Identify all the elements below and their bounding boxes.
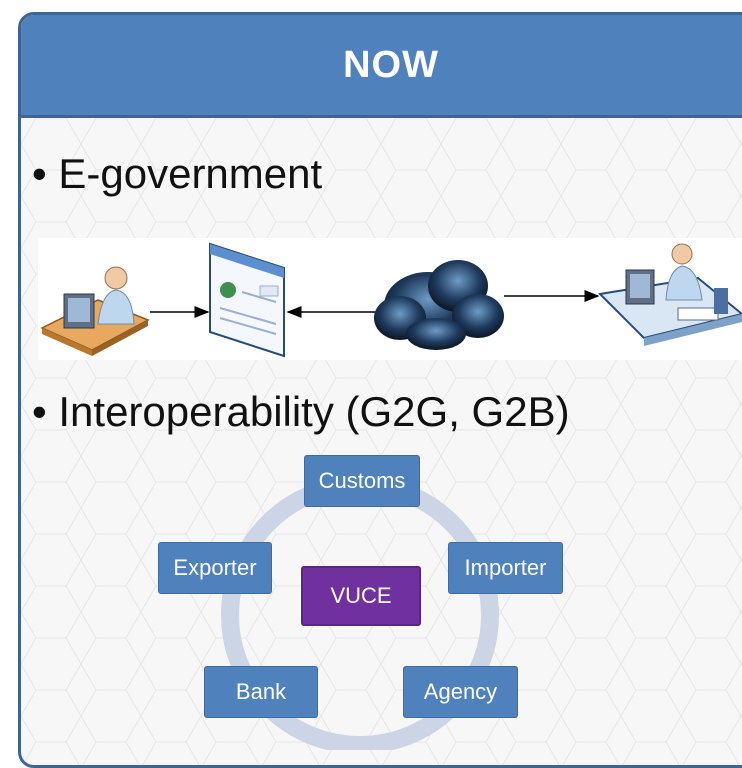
node-importer: Importer xyxy=(448,542,563,594)
node-vuce: VUCE xyxy=(301,566,421,626)
node-bank: Bank xyxy=(204,666,318,718)
government-office-icon xyxy=(597,243,742,346)
egovernment-flow xyxy=(38,238,742,360)
slide-header: NOW xyxy=(21,15,742,118)
node-exporter: Exporter xyxy=(158,542,272,594)
bullet-egovernment: • E-government xyxy=(32,150,323,197)
citizen-workstation-icon xyxy=(40,266,150,356)
node-customs: Customs xyxy=(304,455,420,507)
web-portal-icon xyxy=(209,242,285,358)
slide-card: NOW xyxy=(18,12,742,768)
bullet-interoperability: • Interoperability (G2G, G2B) xyxy=(32,388,570,435)
node-agency: Agency xyxy=(403,666,518,718)
interoperability-cycle: Customs Importer Agency Bank Exporter VU… xyxy=(150,450,570,750)
cloud-network-icon xyxy=(374,260,504,350)
slide-title: NOW xyxy=(343,43,439,86)
hexagon-background xyxy=(21,118,742,765)
